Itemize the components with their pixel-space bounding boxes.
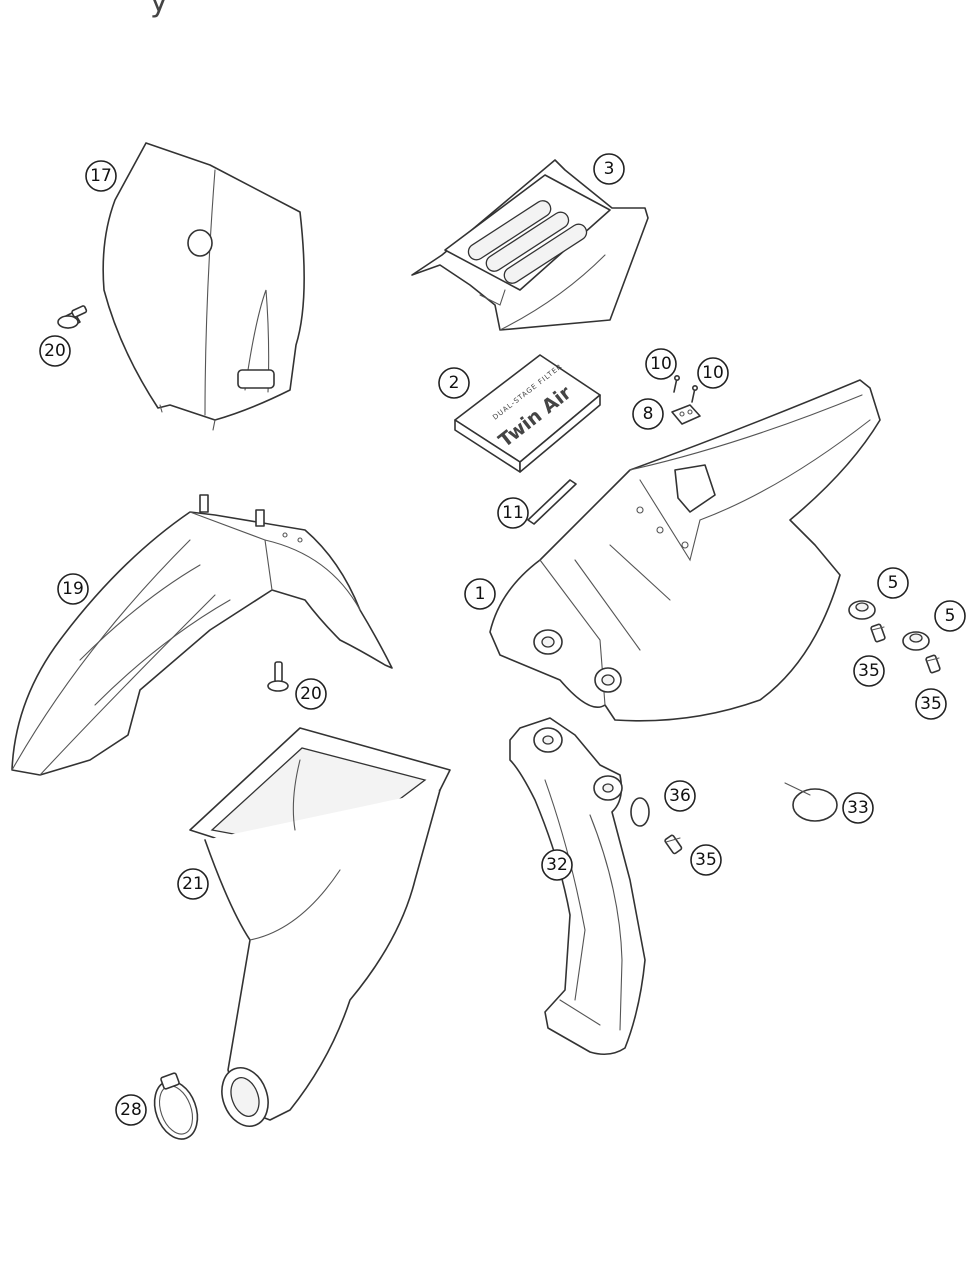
part-35-bolt-c[interactable] [664, 834, 683, 855]
part-19-front-fender[interactable] [11, 494, 393, 776]
part-2-air-filter[interactable]: Twin Air DUAL-STAGE FILTER [454, 354, 601, 473]
part-17-number-plate[interactable] [102, 142, 305, 431]
svg-text:32: 32 [546, 855, 568, 875]
part-11-seal-strip[interactable] [527, 479, 577, 525]
corner-glyph: y [150, 0, 168, 19]
svg-text:8: 8 [643, 404, 654, 424]
part-5-grommet-b[interactable] [902, 631, 930, 651]
svg-text:5: 5 [945, 606, 956, 626]
part-21-intake-boot[interactable] [189, 727, 451, 1133]
callout-20-top[interactable]: 20 [39, 335, 71, 367]
part-33-cable-tie[interactable] [784, 782, 838, 822]
callout-10-b[interactable]: 10 [697, 357, 729, 389]
svg-text:35: 35 [858, 661, 880, 681]
svg-text:20: 20 [44, 341, 66, 361]
callout-36[interactable]: 36 [664, 780, 696, 812]
svg-text:28: 28 [120, 1100, 142, 1120]
svg-text:5: 5 [888, 573, 899, 593]
callout-33[interactable]: 33 [842, 792, 874, 824]
part-20-screw-top[interactable] [57, 305, 88, 329]
part-3-filter-cage[interactable] [411, 159, 649, 331]
svg-text:10: 10 [650, 354, 672, 374]
svg-text:33: 33 [847, 798, 869, 818]
svg-text:2: 2 [449, 373, 460, 393]
callout-28[interactable]: 28 [115, 1094, 147, 1126]
part-35-bolt-b[interactable] [925, 654, 941, 674]
svg-text:11: 11 [502, 503, 524, 523]
svg-text:10: 10 [702, 363, 724, 383]
callout-20-middle[interactable]: 20 [295, 678, 327, 710]
callout-21[interactable]: 21 [177, 868, 209, 900]
part-36-washer[interactable] [630, 797, 650, 827]
svg-text:3: 3 [604, 159, 615, 179]
svg-text:1: 1 [475, 584, 486, 604]
svg-text:19: 19 [62, 579, 84, 599]
svg-text:17: 17 [90, 166, 112, 186]
callout-35-a[interactable]: 35 [853, 655, 885, 687]
callout-35-c[interactable]: 35 [690, 844, 722, 876]
part-5-grommet-a[interactable] [848, 600, 876, 620]
part-8-clip[interactable] [671, 404, 701, 425]
part-35-bolt-a[interactable] [870, 623, 886, 643]
part-20-screw-middle[interactable] [267, 661, 289, 692]
callout-5-a[interactable]: 5 [877, 567, 909, 599]
part-1-rear-fender[interactable] [489, 379, 881, 722]
part-32-intake-duct[interactable] [509, 717, 646, 1056]
part-10-screws[interactable] [673, 374, 698, 403]
svg-text:36: 36 [669, 786, 691, 806]
callout-5-b[interactable]: 5 [934, 600, 966, 632]
svg-text:35: 35 [920, 694, 942, 714]
callout-2[interactable]: 2 [438, 367, 470, 399]
callout-3[interactable]: 3 [593, 153, 625, 185]
callout-35-b[interactable]: 35 [915, 688, 947, 720]
callout-19[interactable]: 19 [57, 573, 89, 605]
callout-10-a[interactable]: 10 [645, 348, 677, 380]
callout-1[interactable]: 1 [464, 578, 496, 610]
callout-11[interactable]: 11 [497, 497, 529, 529]
svg-text:21: 21 [182, 874, 204, 894]
svg-text:20: 20 [300, 684, 322, 704]
callout-8[interactable]: 8 [632, 398, 664, 430]
part-28-hose-clamp[interactable] [147, 1072, 205, 1145]
callout-32[interactable]: 32 [541, 849, 573, 881]
callout-17[interactable]: 17 [85, 160, 117, 192]
svg-text:35: 35 [695, 850, 717, 870]
